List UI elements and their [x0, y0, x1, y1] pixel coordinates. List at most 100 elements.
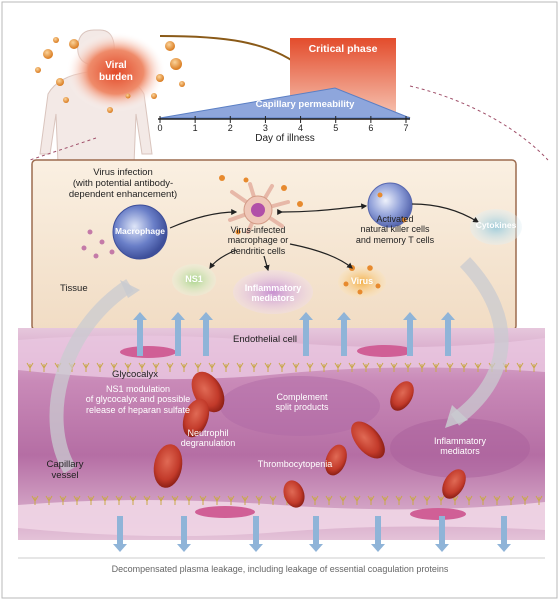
leakage-arrow-up — [337, 312, 351, 356]
leakage-arrow-up — [299, 312, 313, 356]
curved-arrow-up — [49, 279, 134, 474]
virus-particle — [377, 192, 383, 198]
leakage-arrow-down — [435, 516, 449, 552]
glycocalyx-strand — [535, 495, 543, 505]
glycocalyx-strand — [381, 495, 389, 505]
infected-dendritic-cell — [228, 182, 290, 234]
virus-particle — [170, 58, 182, 70]
curved-arrow-down — [450, 257, 509, 426]
glycocalyx-strand — [152, 362, 160, 372]
virus-particle — [281, 185, 287, 191]
glycocalyx-strand — [236, 362, 244, 372]
leakage-arrow-up — [403, 312, 417, 356]
glycocalyx-strand — [353, 495, 361, 505]
glycocalyx-strand — [40, 362, 48, 372]
cytokines-cloud — [470, 209, 522, 245]
glycocalyx-strand — [101, 495, 109, 505]
glycocalyx-strand — [59, 495, 67, 505]
virus-particles-top — [35, 37, 185, 113]
arrow-to-virus — [289, 243, 353, 269]
leakage-arrows — [113, 312, 511, 552]
virus-particle — [367, 265, 373, 271]
glycocalyx-strand — [530, 362, 538, 372]
glycocalyx-strand — [446, 362, 454, 372]
glycocalyx-strand — [432, 362, 440, 372]
red-blood-cell — [351, 421, 385, 459]
endothelial-nucleus — [410, 508, 466, 520]
red-blood-cells — [153, 371, 466, 508]
glycocalyx-strands — [26, 362, 543, 505]
glycocalyx-strand — [348, 362, 356, 372]
macrophage-label: Macrophage — [114, 226, 166, 236]
virus-particle — [107, 107, 113, 113]
arrow-to-mediators — [263, 255, 270, 272]
glycocalyx-strand — [129, 495, 137, 505]
glycocalyx-strand — [516, 362, 524, 372]
glycocalyx-strand — [493, 495, 501, 505]
arrow-to-ns1 — [209, 249, 237, 269]
antibody-virus-complex — [99, 239, 105, 245]
leakage-arrow-up — [199, 312, 213, 356]
arrow-activated-to-cytokines — [411, 203, 480, 223]
glycocalyx-strand — [171, 495, 179, 505]
human-figure — [39, 29, 166, 165]
glycocalyx-strand — [180, 362, 188, 372]
endothelial-nucleus — [195, 506, 255, 518]
critical-phase-label: Critical phase — [308, 43, 378, 55]
glycocalyx-strand — [73, 495, 81, 505]
axis-tick-label: 4 — [298, 123, 304, 133]
virus-particle — [125, 93, 131, 99]
macrophage-cell — [112, 204, 168, 260]
glycocalyx-strand — [423, 495, 431, 505]
glycocalyx-strand — [166, 362, 174, 372]
glycocalyx-strand — [199, 495, 207, 505]
glycocalyx-strand — [138, 362, 146, 372]
ns1-modulation-label: NS1 modulation of glycocalyx and possibl… — [85, 384, 191, 415]
glycocalyx-strand — [320, 362, 328, 372]
capillary-permeability-wedge — [159, 87, 411, 119]
virus-particle — [219, 175, 225, 181]
mediator-cloud — [390, 418, 530, 478]
glycocalyx-strand — [185, 495, 193, 505]
glycocalyx-label: Glycocalyx — [112, 369, 158, 380]
leakage-arrow-down — [177, 516, 191, 552]
axis-tick-label: 2 — [227, 123, 233, 133]
red-blood-cell — [283, 480, 305, 508]
arrow-macrophage-to-infected — [169, 209, 238, 229]
virus-particle — [165, 41, 175, 51]
axis-tick-label: 7 — [403, 123, 409, 133]
virus-particle — [243, 177, 249, 183]
antibody-virus-complex — [87, 229, 93, 235]
glycocalyx-strand — [264, 362, 272, 372]
leakage-arrow-up — [133, 312, 147, 356]
red-blood-cell — [390, 381, 414, 411]
glycocalyx-strand — [255, 495, 263, 505]
virus-cloud — [338, 266, 386, 298]
glycocalyx-strand — [395, 495, 403, 505]
virus-particle — [53, 37, 59, 43]
axis-tick-label: 0 — [157, 123, 163, 133]
glycocalyx-strand — [157, 495, 165, 505]
leakage-arrow-down — [249, 516, 263, 552]
inflammatory-mediators-tissue-label: Inflammatory mediators — [244, 283, 302, 304]
virus-particle — [179, 81, 185, 87]
zoom-line-right — [409, 85, 549, 161]
glycocalyx-strand — [269, 495, 277, 505]
virus-particle — [35, 67, 41, 73]
ns1-label: NS1 — [185, 274, 203, 284]
red-blood-cell — [442, 469, 466, 499]
antibody-virus-complex — [93, 253, 99, 259]
antibody-virus-complex — [109, 249, 115, 255]
glycocalyx-strand — [507, 495, 515, 505]
endothelial-nucleus — [120, 346, 176, 358]
leakage-arrow-up — [171, 312, 185, 356]
glycocalyx-strand — [31, 495, 39, 505]
thrombocytopenia-label: Thrombocytopenia — [257, 459, 333, 469]
virus-particle — [156, 74, 164, 82]
viral-burden-label: Viral burden — [99, 60, 133, 83]
virus-particle — [235, 229, 241, 235]
endothelial-layer-bottom — [18, 500, 545, 537]
glycocalyx-strand — [82, 362, 90, 372]
axis-tick-label: 3 — [262, 123, 268, 133]
